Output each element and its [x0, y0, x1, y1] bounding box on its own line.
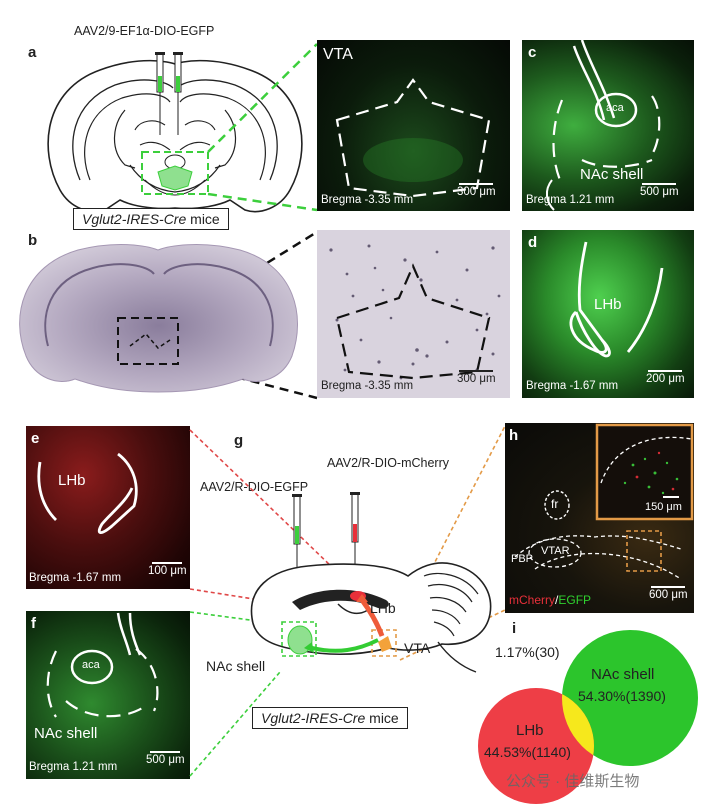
panel-a-letter: a [28, 44, 37, 61]
panel-d-letter: d [528, 234, 538, 251]
panel-d-region-label: LHb [594, 296, 622, 313]
panel-c-micrograph: c aca NAc shell Bregma 1.21 mm 500 μm [522, 40, 694, 211]
panel-h-vtar-label: VTAR [541, 545, 570, 557]
watermark: 公众号 · 佳维斯生物 [506, 773, 640, 790]
panel-b-scale-label: 300 μm [457, 373, 496, 385]
panel-a-brain-schematic [47, 52, 303, 213]
panel-i-nac-name: NAc shell [591, 666, 655, 683]
panel-g-lhb-label: LHb [370, 600, 396, 616]
panel-h-scale-bar: 600 μm [649, 586, 688, 601]
panel-e-scale-bar: 100 μm [148, 562, 187, 577]
panel-f-scale-label: 500 μm [146, 754, 185, 766]
panel-g-virus-left: AAV2/R-DIO-EGFP [200, 480, 309, 494]
panel-g-nac-label: NAc shell [206, 658, 266, 674]
panel-c-region-label: NAc shell [580, 166, 644, 183]
panel-c-scale-bar: 500 μm [640, 183, 679, 198]
panel-i-lhb-name: LHb [516, 722, 544, 739]
panel-i-letter: i [512, 620, 517, 637]
panel-e-bregma: Bregma -1.67 mm [29, 572, 122, 584]
panel-g-mouse-line-box: Vglut2-IRES-Cre mice [252, 707, 408, 729]
panel-e-region-label: LHb [58, 472, 86, 489]
panel-c-scale-label: 500 μm [640, 186, 679, 198]
panel-a-vta-title: VTA [323, 46, 353, 63]
panel-g-mouse-line: Vglut2-IRES-Cre [261, 710, 366, 726]
panel-h-micrograph: h fr VTAR PBP 150 μm mCherry/EGFP 600 μm [505, 423, 694, 613]
panel-d-bregma: Bregma -1.67 mm [526, 380, 619, 392]
panel-a-scale-bar: 300 μm [457, 183, 496, 198]
panel-c-aca-label: aca [606, 102, 624, 114]
panel-b-nissl-micrograph: Bregma -3.35 mm 300 μm [317, 230, 510, 398]
panel-f-letter: f [31, 615, 36, 632]
panel-a-vta-micrograph: VTA Bregma -3.35 mm 300 μm [317, 40, 510, 211]
panel-a-mouse-suffix: mice [186, 211, 220, 227]
panel-g-virus-right: AAV2/R-DIO-mCherry [327, 456, 450, 470]
venn-circle-nac [562, 630, 698, 766]
panel-i-lhb-value: 44.53%(1140) [484, 744, 571, 760]
panel-d-scale-bar: 200 μm [646, 370, 685, 385]
panel-h-fr-label: fr [551, 497, 559, 511]
panel-a-virus-label: AAV2/9-EF1α-DIO-EGFP [74, 24, 215, 38]
panel-d-micrograph: d LHb Bregma -1.67 mm 200 μm [522, 230, 694, 398]
panel-i-nac-value: 54.30%(1390) [578, 688, 666, 704]
panel-g-letter: g [234, 432, 244, 449]
panel-h-pbp-label: PBP [511, 553, 534, 565]
panel-f-scale-bar: 500 μm [146, 751, 185, 766]
panel-f-aca-label: aca [82, 659, 100, 671]
panel-e-scale-label: 100 μm [148, 565, 187, 577]
panel-a-mouse-line-box: Vglut2-IRES-Cre mice [73, 208, 229, 230]
panel-h-legend-mcherry: mCherry [509, 593, 556, 607]
panel-i-overlap-label: 1.17%(30) [495, 644, 560, 660]
panel-b-nissl-section [19, 244, 298, 393]
panel-e-letter: e [31, 430, 40, 447]
panel-c-bregma: Bregma 1.21 mm [526, 194, 615, 206]
panel-b-letter: b [28, 232, 38, 249]
panel-a-scale-label: 300 μm [457, 186, 496, 198]
panel-f-region-label: NAc shell [34, 725, 98, 742]
panel-g-mouse-suffix: mice [365, 710, 399, 726]
panel-h-legend: mCherry/EGFP [509, 593, 591, 607]
panel-g-sagittal-schematic [250, 492, 492, 673]
panel-h-letter: h [509, 427, 519, 444]
panel-c-letter: c [528, 44, 537, 61]
panel-f-micrograph: f aca NAc shell Bregma 1.21 mm 500 μm [26, 611, 190, 779]
panel-h-legend-sep: / [555, 593, 559, 607]
panel-b-scale-bar: 300 μm [457, 370, 496, 385]
panel-a-bregma: Bregma -3.35 mm [321, 194, 414, 206]
panel-h-inset-scale-label: 150 μm [645, 501, 682, 513]
panel-h-legend-egfp: EGFP [558, 593, 592, 607]
panel-d-scale-label: 200 μm [646, 373, 685, 385]
panel-i-venn-diagram [478, 630, 698, 804]
panel-h-scale-label: 600 μm [649, 589, 688, 601]
panel-f-bregma: Bregma 1.21 mm [29, 761, 118, 773]
panel-g-vta-label: VTA [404, 640, 431, 656]
panel-b-bregma: Bregma -3.35 mm [321, 380, 414, 392]
panel-a-mouse-line: Vglut2-IRES-Cre [82, 211, 187, 227]
panel-e-micrograph: e LHb Bregma -1.67 mm 100 μm [26, 426, 190, 589]
